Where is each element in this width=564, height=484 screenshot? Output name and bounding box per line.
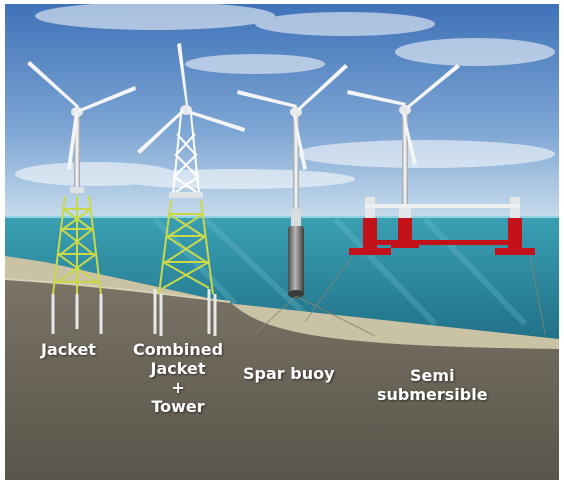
label-semi-submersible: Semi submersible (377, 366, 488, 404)
illustration (5, 4, 559, 480)
offshore-wind-foundations-diagram: Jacket Combined Jacket + Tower Spar buoy… (5, 4, 559, 480)
light-rays (152, 216, 528, 327)
label-combined-line1: Combined (133, 340, 224, 359)
label-spar-buoy: Spar buoy (243, 364, 335, 383)
label-combined-line2: Jacket (150, 359, 206, 378)
label-semi-line1: Semi (410, 366, 455, 385)
spar-buoy-turbine (237, 64, 376, 337)
seabed-ridge (5, 278, 231, 303)
label-jacket: Jacket (41, 340, 96, 359)
combined-jacket-tower-turbine (137, 43, 245, 336)
label-combined-line4: Tower (151, 397, 205, 416)
label-combined-line3: + (171, 378, 185, 397)
jacket-turbine (27, 61, 136, 334)
label-combined: Combined Jacket + Tower (133, 340, 223, 416)
semi-submersible-turbine (304, 64, 546, 335)
ground (5, 279, 559, 480)
label-semi-line2: submersible (377, 385, 488, 404)
